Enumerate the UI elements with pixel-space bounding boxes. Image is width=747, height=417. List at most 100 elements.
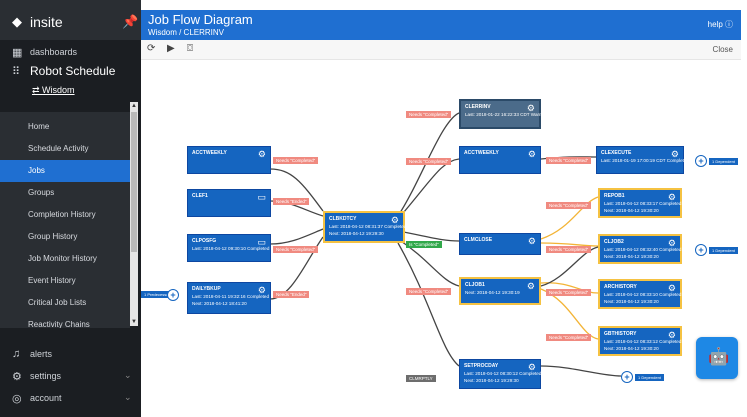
edge-label: CLMRPTLY — [406, 375, 436, 382]
edge-label: Needs "Completed" — [406, 158, 452, 165]
edge — [540, 365, 622, 377]
job-node-clef1[interactable]: CLEF1 ▭ — [187, 189, 271, 217]
brand-name: insite — [30, 14, 63, 30]
dashboard-icon: ▦ — [12, 47, 23, 59]
expand-dependents-button[interactable]: + — [621, 371, 633, 383]
gear-icon[interactable]: ⚙ — [667, 283, 676, 293]
sidebar-item-event-history[interactable]: Event History — [28, 276, 76, 285]
breadcrumb: Wisdom / CLERRINV — [148, 28, 225, 37]
gear-icon[interactable]: ⚙ — [526, 103, 535, 113]
expand-predecessors-button[interactable]: + — [167, 289, 179, 301]
sidebar-item-groups[interactable]: Groups — [28, 188, 55, 197]
monitor-icon[interactable]: ▭ — [257, 237, 266, 247]
edge-label: Needs "Completed" — [273, 246, 319, 253]
edge — [540, 242, 599, 247]
monitor-icon[interactable]: ▭ — [257, 192, 266, 202]
sidebar-item-schedule-activity[interactable]: Schedule Activity — [28, 144, 89, 153]
section-title: Robot Schedule — [30, 64, 116, 78]
brand-bar: ◆ insite 📌 — [0, 0, 141, 40]
edge-label: Needs "Completed" — [546, 289, 592, 296]
edge — [397, 242, 460, 367]
page-title: Job Flow Diagram — [148, 12, 253, 27]
gear-icon[interactable]: ⚙ — [257, 285, 266, 295]
gear-icon: ⚙ — [12, 371, 22, 383]
job-node-gbthistory[interactable]: GBTHISTORY Last: 2018-04-12 08:33:12 Com… — [598, 326, 682, 356]
gear-icon[interactable]: ⚙ — [667, 238, 676, 248]
edge — [540, 246, 599, 287]
gear-icon[interactable]: ⚙ — [526, 281, 535, 291]
sidebar-item-reactivity-chains[interactable]: Reactivity Chains — [28, 320, 90, 328]
sidebar-item-job-monitor-history[interactable]: Job Monitor History — [28, 254, 97, 263]
job-node-clposfg[interactable]: CLPOSFG Last: 2018-04-12 09:30:10 Comple… — [187, 234, 271, 262]
gear-icon[interactable]: ⚙ — [670, 149, 679, 159]
job-node-acctweekly[interactable]: ACCTWEEKLY ⚙ — [187, 146, 271, 174]
job-node-clexecute[interactable]: CLEXECUTE Last: 2018-01-19 17:00:19 CDT … — [596, 146, 689, 174]
job-node-cljob1[interactable]: CLJOB1 Next: 2018-04-12 19:30:19 ⚙ — [459, 277, 541, 305]
play-icon[interactable]: ▶ — [167, 43, 175, 54]
grid-icon: ⠿ — [12, 66, 21, 78]
scroll-up-icon[interactable]: ▲ — [131, 103, 137, 109]
job-node-clerrinv[interactable]: CLERRINV Last: 2018-01-22 16:22:33 CDT W… — [459, 99, 548, 129]
edge-label: Needs "Ended" — [273, 291, 310, 298]
system-selector[interactable]: ⇄ Wisdom — [32, 85, 75, 95]
job-node-clbkdtcy[interactable]: CLBKDTCY Last: 2018-04-12 08:31:37 Compl… — [323, 211, 406, 243]
predecessor-badge: 1 Predecessor — [141, 291, 173, 298]
bell-icon: ♫ — [12, 348, 21, 360]
gear-icon[interactable]: ⚙ — [390, 215, 399, 225]
sidebar-item-critical-job-lists[interactable]: Critical Job Lists — [28, 298, 87, 307]
edge — [397, 112, 460, 217]
edge-label: Needs "Completed" — [546, 334, 592, 341]
chevron-down-icon: ⌄ — [124, 392, 132, 402]
help-link[interactable]: help ⓘ — [707, 20, 733, 29]
gear-icon[interactable]: ⚙ — [527, 362, 536, 372]
scroll-down-icon[interactable]: ▼ — [131, 319, 137, 325]
edge-label: Needs "Ended" — [273, 198, 310, 205]
pin-icon[interactable]: 📌 — [122, 14, 139, 29]
job-node-dailybkup[interactable]: DAILYBKUP Last: 2018-04-11 19:32:16 Comp… — [187, 282, 271, 314]
sidebar: ◆ insite 📌 ▦ dashboards ⠿ Robot Schedule… — [0, 0, 141, 417]
gear-icon[interactable]: ⚙ — [667, 192, 676, 202]
page-header: Job Flow Diagram Wisdom / CLERRINV help … — [141, 10, 741, 40]
sidebar-menu: Home Schedule Activity Jobs Groups Compl… — [0, 112, 130, 328]
scroll-thumb[interactable] — [131, 112, 137, 252]
gear-icon[interactable]: ⚙ — [667, 330, 676, 340]
assistant-button[interactable]: 🤖 — [696, 337, 738, 379]
sidebar-item-completion-history[interactable]: Completion History — [28, 210, 96, 219]
sidebar-item-home[interactable]: Home — [28, 122, 50, 131]
edge — [269, 228, 324, 245]
edge-label: Needs "Completed" — [406, 288, 452, 295]
dependent-badge: 1 Dependent — [709, 158, 738, 165]
job-node-clmclose[interactable]: CLMCLOSE ⚙ — [459, 233, 541, 255]
flow-canvas[interactable]: ACCTWEEKLY ⚙ CLEF1 ▭ CLPOSFG Last: 2018-… — [141, 61, 741, 411]
sidebar-item-group-history[interactable]: Group History — [28, 232, 78, 241]
job-node-repob1[interactable]: REPOB1 Last: 2018-04-12 08:33:17 Complet… — [598, 188, 682, 218]
edge-label: Is "Completed" — [406, 241, 442, 248]
edge-label: Needs "Completed" — [546, 157, 592, 164]
expand-dependents-button[interactable]: + — [695, 155, 707, 167]
gear-icon[interactable]: ⚙ — [527, 236, 536, 246]
dependent-badge: 1 Dependent — [635, 374, 664, 381]
edge — [540, 288, 599, 340]
gear-icon[interactable]: ⚙ — [527, 149, 536, 159]
insite-logo-icon: ◆ — [12, 14, 22, 29]
edge-label: Needs "Completed" — [273, 157, 319, 164]
sidebar-scrollbar[interactable]: ▲ ▼ — [130, 102, 138, 326]
sidebar-item-jobs[interactable]: Jobs — [0, 160, 130, 182]
job-node-acctweekly-2[interactable]: ACCTWEEKLY ⚙ — [459, 146, 541, 174]
diagram-toolbar: ⟳ ▶ ⌼ Close — [141, 40, 741, 60]
dependent-badge: 1 Dependent — [709, 247, 738, 254]
edge — [269, 168, 324, 212]
close-button[interactable]: Close — [712, 45, 733, 54]
gear-icon[interactable]: ⚙ — [257, 149, 266, 159]
expand-dependents-button[interactable]: + — [695, 244, 707, 256]
chevron-down-icon: ⌄ — [124, 370, 132, 380]
job-node-cljob2[interactable]: CLJOB2 Last: 2018-04-12 08:32:40 Complet… — [598, 234, 682, 264]
camera-icon[interactable]: ⌼ — [187, 43, 193, 54]
job-node-setprocday[interactable]: SETPROCDAY Last: 2018-04-12 08:30:12 Com… — [459, 359, 541, 389]
edge-label: Needs "Completed" — [406, 111, 452, 118]
job-node-archistory[interactable]: ARCHISTORY Last: 2018-04-12 08:33:10 Com… — [598, 279, 682, 309]
edge — [397, 158, 460, 220]
refresh-icon[interactable]: ⟳ — [147, 43, 156, 54]
edge-label: Needs "Completed" — [546, 246, 592, 253]
